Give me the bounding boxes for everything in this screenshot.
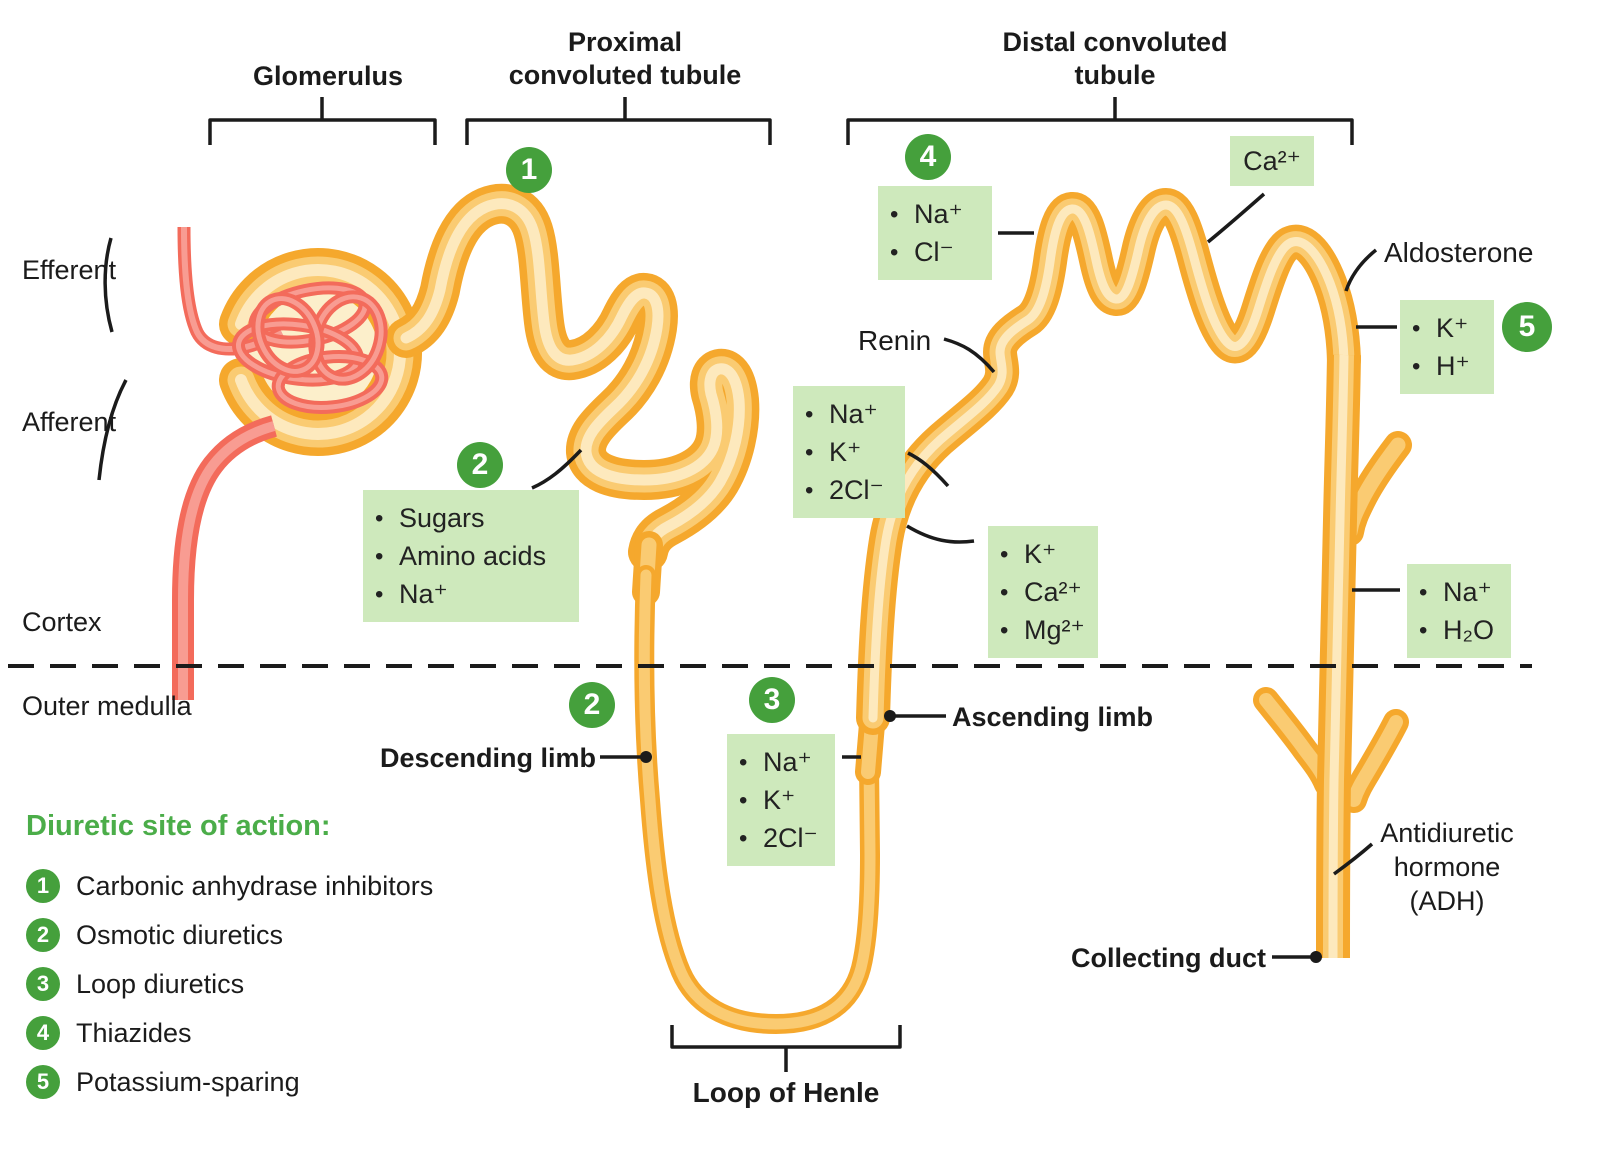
legend-item-1: 1 Carbonic anhydrase inhibitors bbox=[26, 869, 433, 903]
site-marker-1: 1 bbox=[506, 147, 552, 193]
ion-item: K⁺ bbox=[1024, 539, 1057, 569]
cd-na-h2o-box: Na⁺ H₂O bbox=[1407, 564, 1511, 658]
ascending-limb-label: Ascending limb bbox=[952, 702, 1154, 732]
diuretic-legend: Diuretic site of action: 1 Carbonic anhy… bbox=[26, 810, 433, 1114]
ion-item: Ca²⁺ bbox=[1024, 577, 1082, 607]
proximal-tubule-label: Proximal convoluted tubule bbox=[508, 27, 742, 90]
afferent-flow-arrow bbox=[97, 379, 128, 481]
site-marker-4: 4 bbox=[905, 134, 951, 180]
ion-item: Na⁺ bbox=[829, 399, 878, 429]
legend-label-4: Thiazides bbox=[76, 1017, 192, 1048]
efferent-label: Efferent bbox=[22, 255, 117, 285]
glomerulus-capillary-coil bbox=[231, 281, 389, 414]
dct-k-ca-mg-box: K⁺ Ca²⁺ Mg²⁺ bbox=[988, 526, 1098, 658]
ion-item: Ca²⁺ bbox=[1243, 145, 1301, 176]
ion-item: H⁺ bbox=[1436, 351, 1470, 381]
renin-label: Renin bbox=[858, 325, 932, 356]
descending-limb-label: Descending limb bbox=[379, 743, 596, 773]
legend-marker-5: 5 bbox=[26, 1065, 60, 1099]
collecting-duct-label: Collecting duct bbox=[1071, 943, 1266, 973]
ion-item: Sugars bbox=[399, 503, 485, 533]
outer-medulla-label: Outer medulla bbox=[22, 691, 192, 721]
legend-item-4: 4 Thiazides bbox=[26, 1016, 433, 1050]
ion-item: Amino acids bbox=[399, 541, 547, 571]
glomerulus-label: Glomerulus bbox=[252, 61, 404, 91]
legend-heading: Diuretic site of action: bbox=[26, 810, 331, 842]
afferent-label: Afferent bbox=[22, 407, 117, 437]
ion-item: 2Cl⁻ bbox=[763, 823, 818, 853]
ion-item: Na⁺ bbox=[1443, 577, 1492, 607]
legend-item-3: 3 Loop diuretics bbox=[26, 967, 433, 1001]
arrow-na-k-2cl bbox=[907, 451, 950, 488]
proximal-bracket bbox=[465, 97, 772, 145]
ascending-limb-distal-tubule bbox=[873, 205, 1344, 718]
legend-marker-3: 3 bbox=[26, 967, 60, 1001]
distal-bracket bbox=[846, 97, 1354, 145]
legend-label-5: Potassium-sparing bbox=[76, 1066, 300, 1097]
site-marker-5: 5 bbox=[1502, 302, 1552, 352]
aldosterone-label: Aldosterone bbox=[1384, 237, 1534, 268]
arrow-site2-pct bbox=[531, 448, 583, 490]
ion-item: K⁺ bbox=[763, 785, 796, 815]
ion-item: Na⁺ bbox=[763, 747, 812, 777]
site-marker-2-pct: 2 bbox=[457, 442, 503, 488]
legend-label-3: Loop diuretics bbox=[76, 968, 245, 999]
ion-item: Na⁺ bbox=[399, 579, 448, 609]
ion-item: K⁺ bbox=[829, 437, 862, 467]
site-marker-3: 3 bbox=[749, 677, 795, 723]
legend-marker-4: 4 bbox=[26, 1016, 60, 1050]
ion-item: Cl⁻ bbox=[914, 237, 954, 267]
afferent-arteriole bbox=[183, 426, 274, 700]
cortex-label: Cortex bbox=[22, 607, 102, 637]
descending-limb-leader bbox=[600, 751, 652, 763]
arrow-k-ca-mg bbox=[906, 524, 975, 544]
legend-item-2: 2 Osmotic diuretics bbox=[26, 918, 433, 952]
distal-tubule-label: Distal convoluted tubule bbox=[1002, 27, 1228, 90]
collecting-duct-leader bbox=[1272, 951, 1322, 963]
glomerulus-bracket bbox=[208, 97, 437, 145]
arrow-aldosterone bbox=[1344, 248, 1378, 292]
ascending-limb-leader bbox=[884, 710, 946, 722]
pct-reabsorbed-box: Sugars Amino acids Na⁺ bbox=[363, 490, 579, 622]
arrow-ca bbox=[1206, 192, 1266, 244]
efferent-flow-arrow bbox=[103, 237, 114, 333]
cd-k-h-box: K⁺ H⁺ bbox=[1400, 300, 1494, 394]
legend-label-1: Carbonic anhydrase inhibitors bbox=[76, 870, 434, 901]
dct-ca-box: Ca²⁺ bbox=[1230, 136, 1314, 186]
loop-of-henle-label: Loop of Henle bbox=[692, 1077, 880, 1108]
loop-na-k-2cl-box: Na⁺ K⁺ 2Cl⁻ bbox=[727, 734, 835, 866]
legend-label-2: Osmotic diuretics bbox=[76, 919, 284, 950]
legend-marker-1: 1 bbox=[26, 869, 60, 903]
adh-label: Antidiuretic hormone (ADH) bbox=[1380, 818, 1514, 916]
legend-item-5: 5 Potassium-sparing bbox=[26, 1065, 433, 1099]
arrow-renin bbox=[943, 337, 996, 374]
macula-na-k-2cl-box: Na⁺ K⁺ 2Cl⁻ bbox=[793, 386, 905, 518]
ion-item: H₂O bbox=[1443, 615, 1494, 645]
site-marker-2-loop: 2 bbox=[569, 682, 615, 728]
ion-item: Mg²⁺ bbox=[1024, 615, 1085, 645]
dct-na-cl-box: Na⁺ Cl⁻ bbox=[878, 186, 992, 280]
ion-item: K⁺ bbox=[1436, 313, 1469, 343]
arrow-adh bbox=[1332, 842, 1374, 876]
ion-item: Na⁺ bbox=[914, 199, 963, 229]
loop-of-henle-bracket bbox=[670, 1025, 902, 1072]
legend-marker-2: 2 bbox=[26, 918, 60, 952]
ion-item: 2Cl⁻ bbox=[829, 475, 884, 505]
